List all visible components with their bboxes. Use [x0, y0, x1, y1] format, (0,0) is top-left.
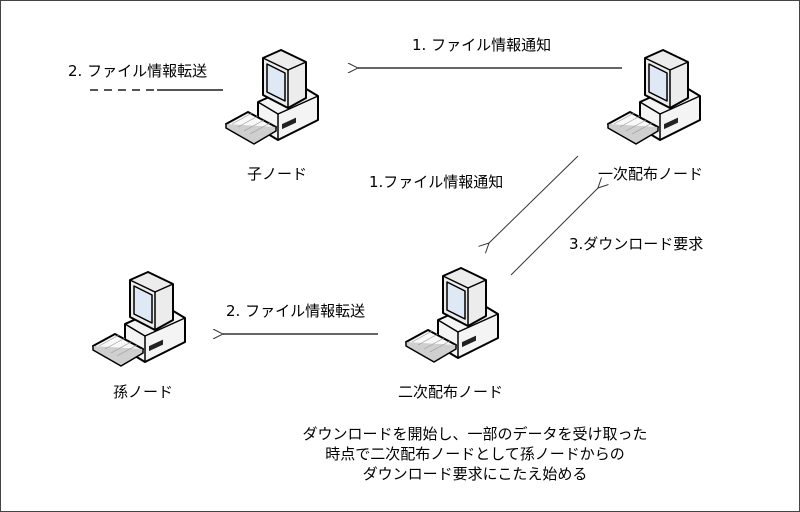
arrow-secondary-to-primary — [510, 188, 598, 276]
arrow-label-secondary-to-grandchild: 2. ファイル情報転送 — [226, 302, 366, 320]
node-label-secondary: 二次配布ノード — [398, 383, 504, 401]
explanation-note: ダウンロードを開始し、一部のデータを受け取った 時点で二次配布ノードとして孫ノー… — [255, 424, 695, 484]
note-line-2: 時点で二次配布ノードとして孫ノードからの — [325, 445, 625, 463]
computer-icon-grandchild — [85, 262, 195, 372]
node-label-grandchild: 孫ノード — [113, 383, 174, 401]
arrow-label-child-forward: 2. ファイル情報転送 — [68, 62, 208, 80]
arrow-primary-to-secondary — [489, 155, 579, 243]
node-label-primary: 一次配布ノード — [598, 165, 704, 183]
note-line-1: ダウンロードを開始し、一部のデータを受け取った — [302, 425, 648, 443]
note-line-3: ダウンロード要求にこたえ始める — [362, 465, 588, 483]
node-label-child: 子ノード — [247, 165, 308, 183]
computer-icon-primary — [600, 40, 710, 150]
arrow-label-primary-to-child: 1. ファイル情報通知 — [412, 36, 552, 54]
arrow-label-primary-to-secondary: 1.ファイル情報通知 — [369, 173, 504, 191]
computer-icon-secondary — [398, 258, 508, 368]
computer-icon-child — [218, 40, 328, 150]
arrow-label-secondary-to-primary: 3.ダウンロード要求 — [569, 235, 704, 253]
